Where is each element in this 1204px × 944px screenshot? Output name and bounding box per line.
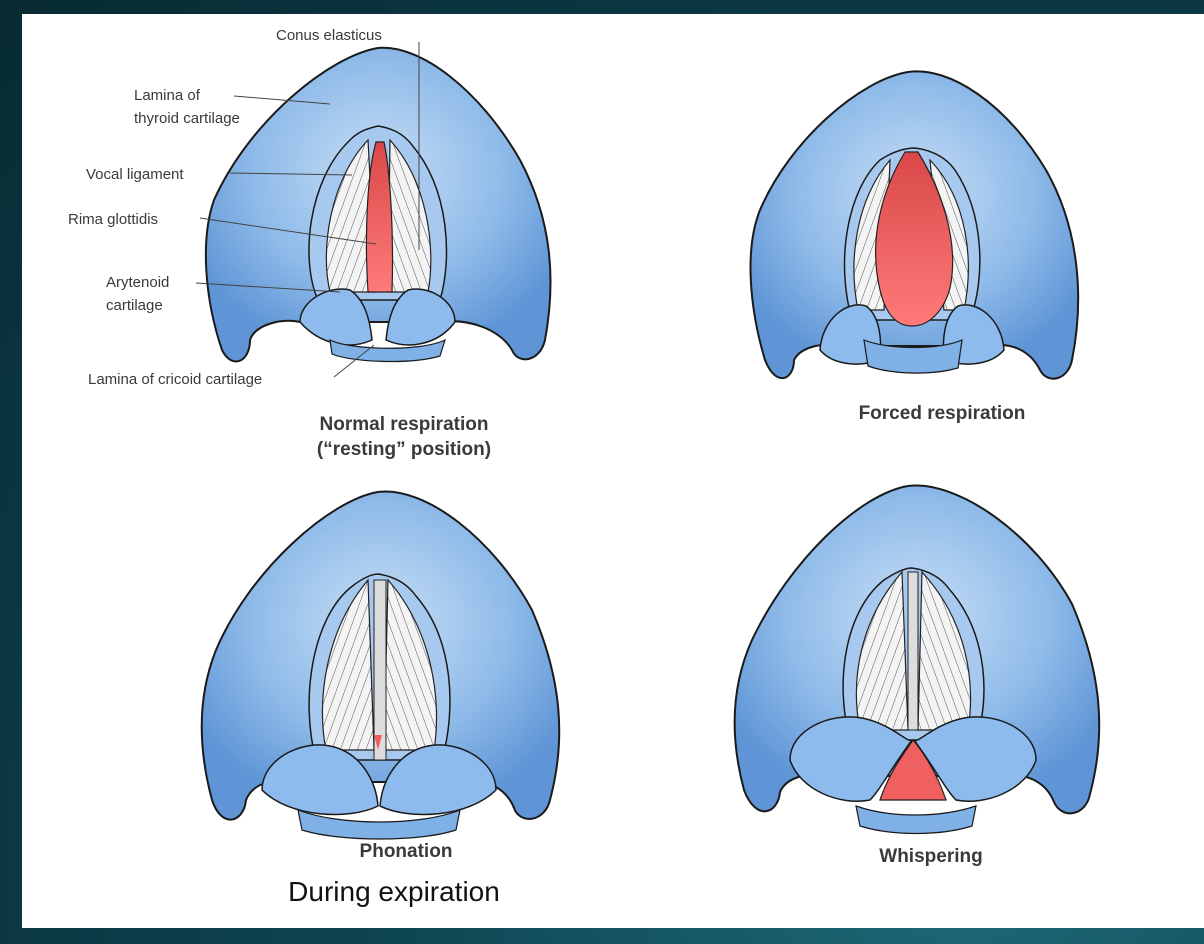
label-arytenoid-line1: Arytenoid <box>106 274 169 291</box>
label-rima-glottidis: Rima glottidis <box>68 211 158 228</box>
caption-resting-position: (“resting” position) <box>317 439 491 460</box>
label-conus-elasticus: Conus elasticus <box>276 27 382 44</box>
label-leaders <box>195 42 420 378</box>
caption-during-expiration: During expiration <box>288 876 500 907</box>
label-vocal-ligament: Vocal ligament <box>86 166 184 183</box>
caption-forced-respiration: Forced respiration <box>859 403 1026 424</box>
label-lamina-cricoid: Lamina of cricoid cartilage <box>88 371 262 388</box>
larynx-phonation <box>200 490 561 840</box>
label-arytenoid-line2: cartilage <box>106 297 163 314</box>
caption-whispering: Whispering <box>879 846 982 867</box>
larynx-whispering <box>733 484 1101 835</box>
caption-phonation: Phonation <box>360 841 453 862</box>
larynx-forced-respiration <box>749 70 1080 380</box>
label-lamina-thyroid-line2: thyroid cartilage <box>134 110 240 127</box>
caption-normal-respiration: Normal respiration <box>320 414 489 435</box>
larynx-normal-respiration <box>204 46 552 363</box>
label-lamina-thyroid-line1: Lamina of <box>134 87 201 104</box>
